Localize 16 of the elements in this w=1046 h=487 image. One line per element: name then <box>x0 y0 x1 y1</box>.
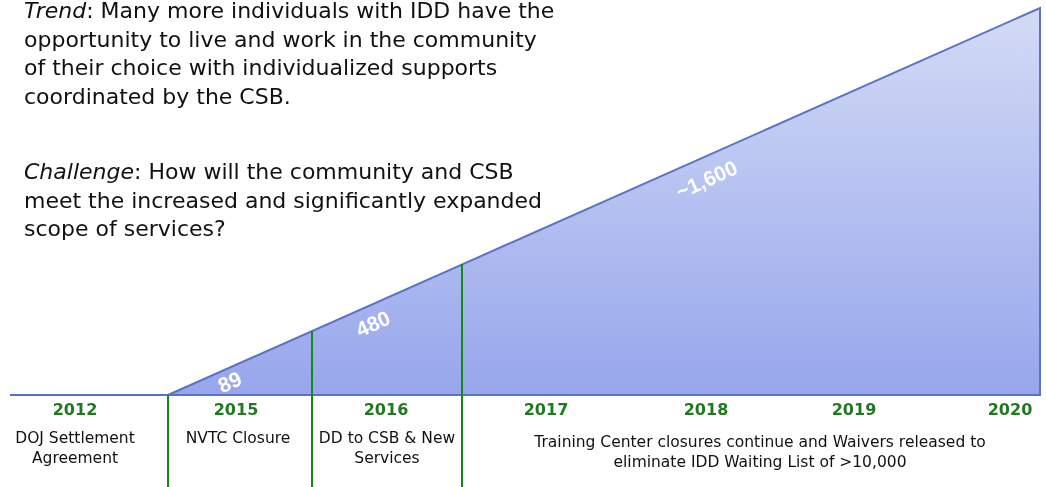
event-description: DOJ Settlement Agreement <box>14 428 136 468</box>
challenge-paragraph: Challenge: How will the community and CSB meet the increased and significantly expanded scope of services? <box>24 158 544 243</box>
event-description: NVTC Closure <box>184 428 292 448</box>
event-description: Training Center closures continue and Waivers released to eliminate IDD Waiting List of >10,000 <box>533 432 987 472</box>
year-label: 2018 <box>682 400 730 419</box>
trend-paragraph: Trend: Many more individuals with IDD have the opportunity to live and work in the community of their choice with individualized supports coordinated by the CSB. <box>24 0 556 111</box>
event-description: DD to CSB & New Services <box>318 428 456 468</box>
year-label: 2017 <box>522 400 570 419</box>
year-label: 2012 <box>51 400 99 419</box>
year-label: 2016 <box>362 400 410 419</box>
year-label: 2019 <box>830 400 878 419</box>
value-label: ~1,600 <box>672 155 742 204</box>
year-label: 2020 <box>986 400 1034 419</box>
year-label: 2015 <box>212 400 260 419</box>
value-label: 480 <box>352 305 394 342</box>
value-label: 89 <box>214 366 246 398</box>
